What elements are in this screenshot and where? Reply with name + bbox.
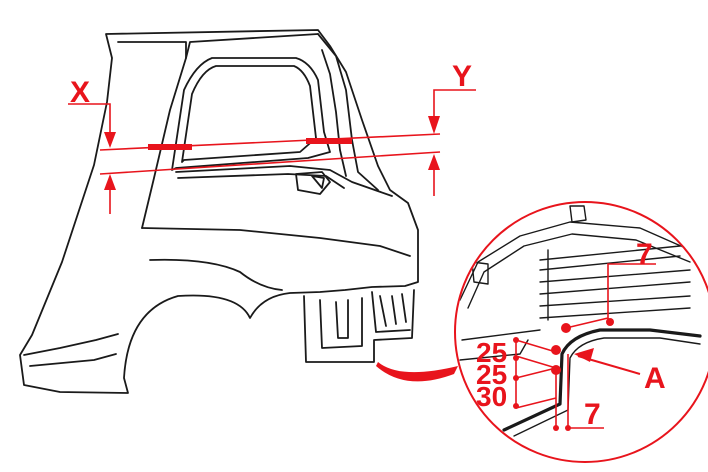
a-arrow xyxy=(574,348,594,362)
dim-node-6 xyxy=(565,425,571,431)
spot-weld-2 xyxy=(551,345,561,355)
dim-node-3 xyxy=(513,375,519,381)
label-y: Y xyxy=(452,60,472,93)
y-leader xyxy=(433,89,476,116)
dim-node-1 xyxy=(513,337,519,343)
section-line-x-lower xyxy=(99,151,441,175)
label-a: A xyxy=(644,362,666,395)
y-arrow-down xyxy=(428,116,440,134)
label-dim-25-upper: 25 xyxy=(476,337,507,368)
detail-inset xyxy=(454,201,708,463)
marker-bar-left xyxy=(148,144,192,150)
label-dim-bottom: 7 xyxy=(584,398,601,431)
x-arrow-down xyxy=(104,132,116,148)
detail-leader-arrow xyxy=(376,362,458,382)
quarter-panel-outline xyxy=(19,29,419,394)
spot-weld-3 xyxy=(551,365,561,375)
arrow-heads xyxy=(104,116,614,431)
dim-node-4 xyxy=(513,403,519,409)
dim-node-2 xyxy=(513,355,519,361)
marker-bar-right xyxy=(306,138,352,144)
x-arrow-up xyxy=(104,174,116,190)
dim-node-5 xyxy=(553,425,559,431)
y-arrow-up xyxy=(428,154,440,170)
label-dim-30: 30 xyxy=(476,381,507,412)
label-dim-25-lower: 25 xyxy=(476,359,507,390)
label-dim-top: 7 xyxy=(636,238,653,271)
x-leader xyxy=(68,103,111,132)
spot-weld-1 xyxy=(561,323,571,333)
inset-circle xyxy=(454,201,708,463)
label-x: X xyxy=(70,76,90,109)
spot-weld-4 xyxy=(606,318,614,326)
